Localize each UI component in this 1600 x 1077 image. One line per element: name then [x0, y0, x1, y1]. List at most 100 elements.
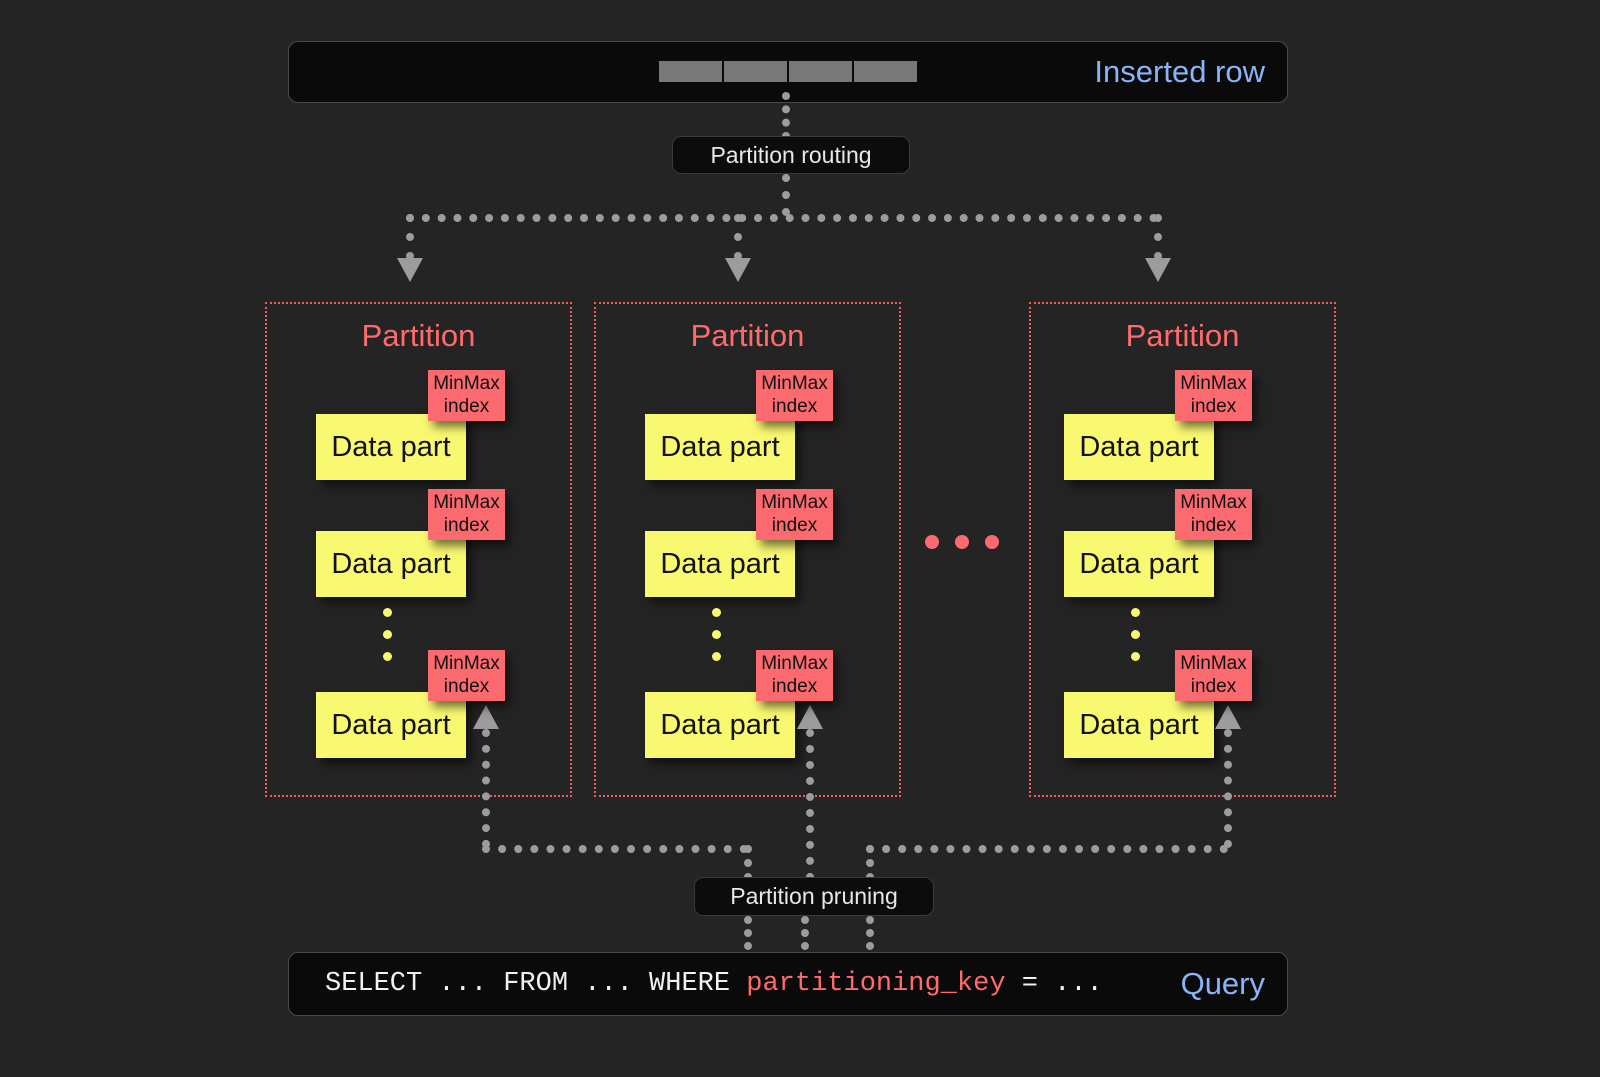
ellipsis-dot	[1131, 608, 1140, 617]
inserted-row-bar: Inserted row	[288, 41, 1288, 103]
partition-pruning-box: Partition pruning	[694, 877, 934, 916]
data-part-label: Data part	[660, 708, 780, 741]
connector-pruning-right-drop	[866, 845, 874, 881]
query-sql-text: SELECT ... FROM ... WHERE partitioning_k…	[325, 969, 1103, 999]
data-parts-ellipsis-3	[1131, 608, 1140, 674]
minmax-line2: index	[443, 675, 490, 697]
arrow-up-partition-1	[473, 705, 499, 729]
connector-pruning-to-partition-3	[1224, 729, 1232, 848]
data-part-label: Data part	[331, 430, 451, 463]
connector-query-to-pruning-1	[744, 916, 752, 950]
query-label: Query	[1180, 966, 1265, 1001]
ellipsis-dot	[383, 630, 392, 639]
minmax-index-1-3: MinMax index	[428, 650, 505, 701]
data-part-2-2: Data part	[645, 531, 795, 597]
connector-pruning-to-partition-1	[482, 729, 490, 848]
minmax-index-2-3: MinMax index	[756, 650, 833, 701]
partition-routing-box: Partition routing	[672, 136, 910, 174]
ellipsis-dot	[712, 630, 721, 639]
data-part-2-1: Data part	[645, 414, 795, 480]
arrow-up-partition-3	[1215, 705, 1241, 729]
minmax-line2: index	[1190, 514, 1237, 536]
minmax-line1: MinMax	[761, 653, 828, 675]
data-part-1-1: Data part	[316, 414, 466, 480]
data-part-label: Data part	[1079, 708, 1199, 741]
connector-query-to-pruning-2	[801, 916, 809, 950]
row-cell	[659, 61, 722, 82]
ellipsis-dot	[925, 535, 939, 549]
sql-suffix: = ...	[1005, 969, 1103, 999]
connector-bus-to-partition-3	[1154, 214, 1162, 260]
minmax-line1: MinMax	[433, 653, 500, 675]
minmax-line1: MinMax	[1180, 492, 1247, 514]
data-part-1-3: Data part	[316, 692, 466, 758]
minmax-line2: index	[1190, 395, 1237, 417]
ellipsis-dot	[955, 535, 969, 549]
minmax-index-1-2: MinMax index	[428, 489, 505, 540]
minmax-line1: MinMax	[433, 492, 500, 514]
minmax-index-1-1: MinMax index	[428, 370, 505, 421]
partition-box-3: Partition	[1029, 302, 1336, 797]
arrow-into-partition-2	[725, 258, 751, 282]
connector-routing-to-bus	[782, 174, 790, 216]
minmax-index-3-2: MinMax index	[1175, 489, 1252, 540]
ellipsis-dot	[1131, 652, 1140, 661]
minmax-line2: index	[771, 675, 818, 697]
ellipsis-dot	[712, 608, 721, 617]
arrow-up-partition-2	[797, 705, 823, 729]
partition-box-1: Partition	[265, 302, 572, 797]
minmax-line1: MinMax	[1180, 653, 1247, 675]
sql-prefix: SELECT ... FROM ... WHERE	[325, 969, 747, 999]
sql-partitioning-key: partitioning_key	[746, 969, 1006, 999]
inserted-row-label: Inserted row	[1094, 54, 1265, 89]
data-part-label: Data part	[1079, 430, 1199, 463]
data-part-label: Data part	[660, 430, 780, 463]
row-cell	[724, 61, 787, 82]
data-part-2-3: Data part	[645, 692, 795, 758]
connector-bus-to-partition-1	[406, 214, 414, 260]
minmax-line1: MinMax	[1180, 373, 1247, 395]
minmax-line2: index	[443, 395, 490, 417]
data-parts-ellipsis-1	[383, 608, 392, 674]
minmax-index-3-3: MinMax index	[1175, 650, 1252, 701]
connector-pruning-bus-left	[482, 845, 748, 853]
data-part-label: Data part	[331, 708, 451, 741]
data-part-label: Data part	[1079, 547, 1199, 580]
ellipsis-dot	[1131, 630, 1140, 639]
row-cell	[789, 61, 852, 82]
query-bar: SELECT ... FROM ... WHERE partitioning_k…	[288, 952, 1288, 1016]
minmax-line2: index	[771, 514, 818, 536]
minmax-index-2-1: MinMax index	[756, 370, 833, 421]
minmax-line2: index	[443, 514, 490, 536]
arrow-into-partition-1	[397, 258, 423, 282]
minmax-line1: MinMax	[761, 492, 828, 514]
connector-pruning-left-drop	[744, 845, 752, 881]
minmax-line1: MinMax	[433, 373, 500, 395]
data-parts-ellipsis-2	[712, 608, 721, 674]
arrow-into-partition-3	[1145, 258, 1171, 282]
data-part-1-2: Data part	[316, 531, 466, 597]
partition-box-2: Partition	[594, 302, 901, 797]
partition-title: Partition	[361, 318, 476, 353]
partition-title: Partition	[1125, 318, 1240, 353]
ellipsis-dot	[712, 652, 721, 661]
data-part-3-1: Data part	[1064, 414, 1214, 480]
partitions-ellipsis	[925, 535, 999, 549]
minmax-line2: index	[1190, 675, 1237, 697]
partition-title: Partition	[690, 318, 805, 353]
data-part-label: Data part	[660, 547, 780, 580]
ellipsis-dot	[383, 652, 392, 661]
data-part-3-3: Data part	[1064, 692, 1214, 758]
connector-pruning-bus-right	[866, 845, 1228, 853]
partition-pruning-label: Partition pruning	[730, 883, 898, 909]
minmax-index-3-1: MinMax index	[1175, 370, 1252, 421]
connector-pruning-to-partition-2	[806, 729, 814, 881]
row-cell	[854, 61, 917, 82]
routing-fanout-bus	[406, 214, 1158, 222]
connector-bus-to-partition-2	[734, 214, 742, 260]
minmax-index-2-2: MinMax index	[756, 489, 833, 540]
data-part-label: Data part	[331, 547, 451, 580]
minmax-line2: index	[771, 395, 818, 417]
inserted-row-cells	[659, 61, 917, 82]
